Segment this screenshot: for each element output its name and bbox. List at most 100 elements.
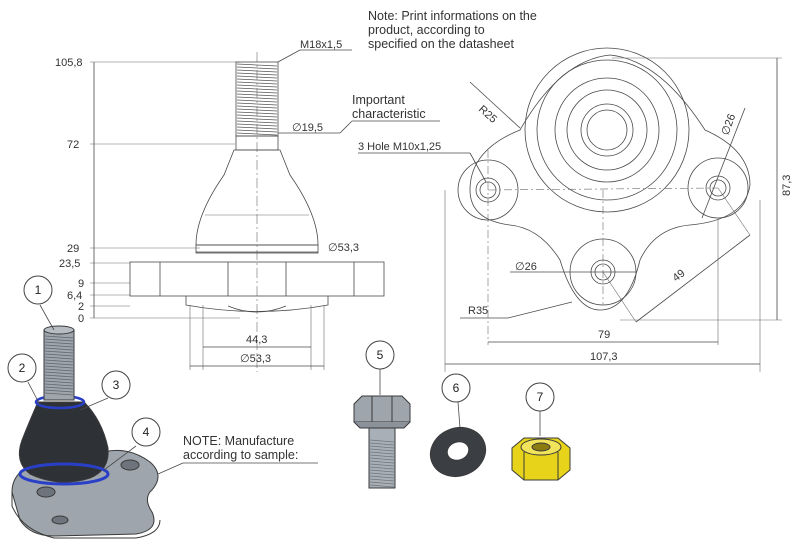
bolt	[353, 395, 411, 489]
thread-line	[236, 84, 278, 88]
holes-label: 3 Hole M10x1,25	[358, 141, 441, 153]
dia-bottom-label: ∅26	[515, 261, 537, 273]
callout-4	[131, 417, 161, 447]
thread-line	[44, 335, 74, 339]
base-outer-label: ∅53,3	[240, 353, 271, 365]
thread-line	[44, 338, 74, 342]
callout-2-leader	[27, 381, 41, 406]
thread-line	[236, 81, 278, 85]
holes-leader	[469, 152, 487, 183]
dist-49-ext-2	[717, 187, 751, 236]
height-label-9: 9	[78, 278, 84, 290]
body-circle-4	[566, 89, 648, 171]
thread-line	[44, 377, 74, 381]
thread-line	[369, 466, 395, 470]
thread-line	[44, 392, 74, 396]
thread-line	[236, 123, 278, 127]
body-circle-3	[554, 77, 660, 183]
width-total-label: 107,3	[590, 351, 618, 363]
height-label-72: 72	[67, 139, 79, 151]
thread-line	[44, 347, 74, 351]
bolt-flange	[353, 421, 411, 429]
height-total-label: 87,3	[781, 175, 793, 196]
thread-line	[236, 114, 278, 118]
r25-leader	[469, 81, 521, 129]
thread-line	[236, 99, 278, 103]
base-dome	[227, 305, 287, 313]
thread-line	[44, 389, 74, 393]
dist-49-ext-1	[602, 271, 637, 323]
callout-3-number: 3	[113, 378, 120, 392]
callout-7	[525, 382, 555, 412]
base-bottom	[185, 296, 329, 312]
assembly-hole-2	[120, 459, 140, 471]
manufacture-line-2: according to sample:	[183, 448, 298, 462]
thread-line	[369, 457, 395, 461]
shank-dia-label: ∅19,5	[292, 122, 323, 134]
thread-line	[44, 365, 74, 369]
callout-5-number: 5	[377, 348, 384, 362]
assembly-render	[11, 325, 161, 539]
thread-line	[369, 451, 395, 455]
thread-line	[236, 75, 278, 79]
callout-4-number: 4	[143, 425, 150, 439]
callout-6-number: 6	[453, 381, 460, 395]
thread-line	[369, 478, 395, 482]
height-label-0: 0	[78, 313, 84, 325]
callout-3-leader	[79, 397, 109, 411]
body-circle-6	[586, 109, 628, 151]
dia-right-line	[701, 107, 746, 219]
lock-nut	[511, 437, 571, 481]
thread-line	[369, 469, 395, 473]
thread-line	[369, 475, 395, 479]
thread-line	[44, 371, 74, 375]
bolt-thread-pattern	[369, 439, 395, 488]
thread-line	[236, 90, 278, 94]
thread-line	[44, 362, 74, 366]
nut-hole	[531, 442, 551, 452]
body-dia-label: ∅53,3	[328, 242, 359, 254]
thread-line	[44, 383, 74, 387]
callout-3	[101, 370, 131, 400]
important-line-1: Important	[352, 93, 405, 107]
callout-1-number: 1	[35, 283, 42, 297]
cl-horizontal	[487, 187, 719, 191]
thread-line	[44, 374, 74, 378]
height-label-6: 6,4	[67, 290, 82, 302]
thread-line	[44, 359, 74, 363]
print-note-line-3: specified on the datasheet	[368, 37, 514, 51]
thread-line	[44, 368, 74, 372]
thread-line	[236, 69, 278, 73]
thread-line	[369, 439, 395, 443]
width-79-label: 79	[598, 329, 610, 341]
side-view: 105,8 72 29 23,5 9 6,4 2 0 M18x1,5 ∅19,5	[55, 39, 440, 372]
base-inner-label: 44,3	[246, 334, 267, 346]
blue-ring-lower	[18, 462, 110, 486]
print-note-line-1: Note: Print informations on the	[368, 9, 537, 23]
thread-line	[369, 442, 395, 446]
height-label-23: 23,5	[59, 258, 80, 270]
stud-top	[43, 325, 75, 335]
thread-line	[369, 460, 395, 464]
body-circle-5	[580, 103, 634, 157]
body-circle-outer	[524, 47, 690, 213]
callout-7-number: 7	[537, 390, 544, 404]
thread-line	[44, 350, 74, 354]
stud-thread-pattern	[44, 335, 74, 396]
dist-49-label: 49	[670, 267, 687, 284]
dist-49-line	[635, 234, 751, 323]
thread-line	[236, 108, 278, 112]
thread-line	[44, 356, 74, 360]
thread-line	[236, 126, 278, 130]
thread-leader	[277, 49, 301, 63]
thread-line	[236, 111, 278, 115]
thread-line	[369, 472, 395, 476]
thread-line	[44, 386, 74, 390]
thread-line	[236, 129, 278, 133]
thread-line	[236, 132, 278, 136]
important-leader	[339, 120, 353, 134]
assembly-base-edge	[11, 492, 161, 539]
manufacture-line-1: NOTE: Manufacture	[183, 434, 294, 448]
thread-line	[236, 102, 278, 106]
